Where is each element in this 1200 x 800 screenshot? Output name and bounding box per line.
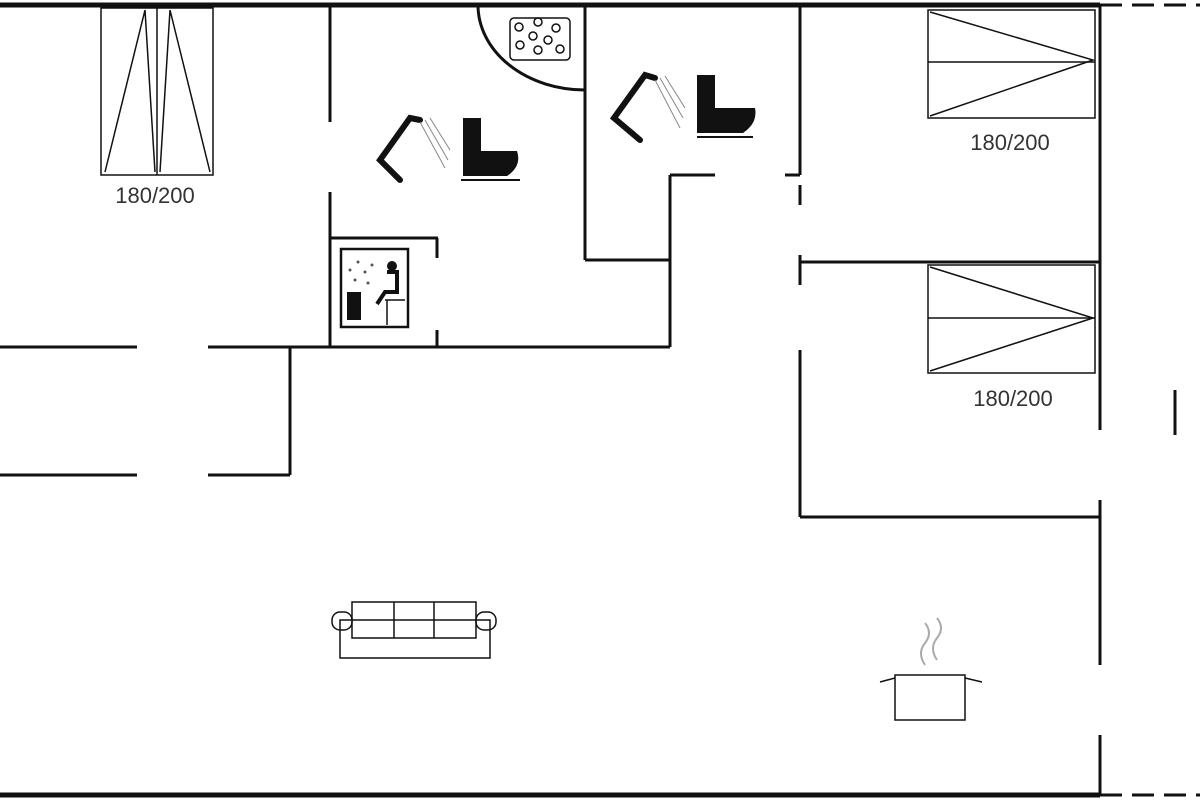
toilet-icon <box>697 75 756 138</box>
bed-size-label: 180/200 <box>973 386 1053 411</box>
sauna-icon <box>339 247 410 329</box>
bed-icon <box>927 9 1096 119</box>
toilet-icon <box>461 118 520 181</box>
cooking-pot-icon <box>879 617 983 721</box>
shower-icon <box>609 71 686 143</box>
sofa-icon <box>331 601 497 659</box>
hot-tub-icon <box>476 4 586 92</box>
bed-icon <box>927 264 1096 374</box>
bed-size-label: 180/200 <box>115 183 195 208</box>
shower-icon <box>376 114 451 183</box>
bed-icon <box>100 7 214 176</box>
bed-size-label: 180/200 <box>970 130 1050 155</box>
